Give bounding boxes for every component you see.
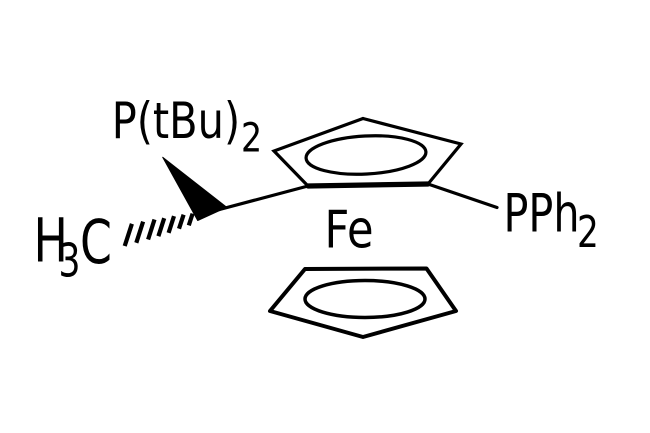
hash-tick — [186, 212, 195, 227]
h3c-hydrogen-text: H — [34, 205, 68, 276]
hash-tick — [122, 223, 134, 247]
pph2-main-text: PPh — [504, 183, 580, 244]
ptbu2-main-text: P(tBu) — [112, 91, 240, 150]
hash-tick — [134, 220, 146, 244]
bottom-ring-aromaticity-ellipse — [303, 278, 427, 320]
hash-tick — [156, 217, 167, 237]
top-cyclopentadienyl-ring — [271, 116, 464, 189]
hashed-wedge-bond — [122, 212, 195, 247]
ring-to-pph2-bond — [426, 182, 499, 210]
stereocenter-to-ring-bond — [210, 184, 310, 214]
hash-tick — [166, 215, 176, 234]
pph2-subscript: 2 — [577, 207, 599, 258]
h3c-subscript: 3 — [59, 234, 81, 288]
top-ring-left-edges — [271, 116, 365, 188]
methyl-label: H 3 C — [34, 205, 112, 288]
top-ring-front-bold-edge — [305, 181, 431, 189]
iron-atom-label: Fe — [325, 201, 374, 261]
pph2-label: PPh 2 — [504, 183, 599, 258]
hash-tick — [146, 218, 157, 241]
bold-wedge-bond — [162, 156, 228, 221]
top-ring-aromaticity-ellipse — [304, 134, 428, 176]
bottom-ring-pentagon — [268, 266, 458, 339]
plain-bonds — [210, 182, 499, 214]
h3c-carbon-text: C — [80, 206, 112, 277]
ptbu2-label: P(tBu) 2 — [112, 91, 262, 161]
hash-tick — [177, 214, 186, 230]
top-ring-right-edges — [361, 116, 464, 186]
ptbu2-subscript: 2 — [241, 115, 262, 162]
bottom-cyclopentadienyl-ring — [268, 266, 458, 339]
